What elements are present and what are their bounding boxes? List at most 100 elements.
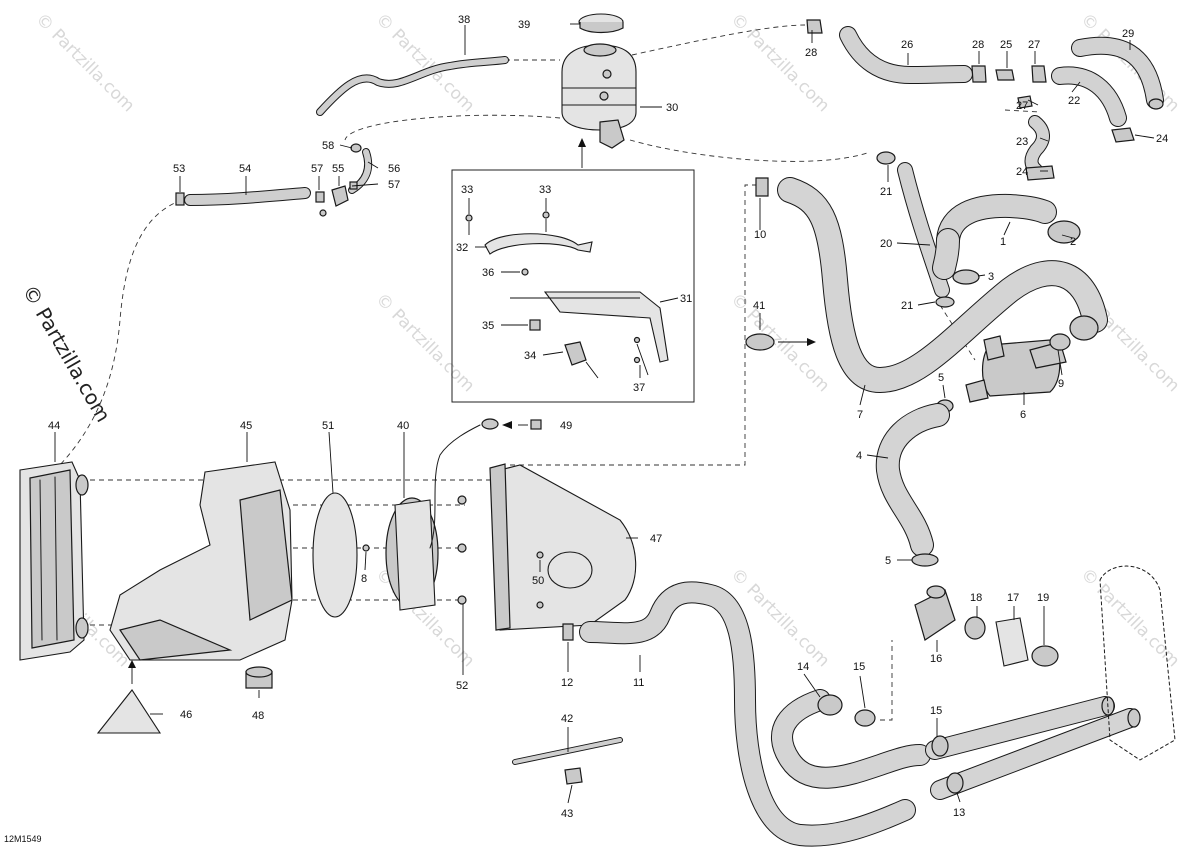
callout-11[interactable]: 11 — [633, 677, 644, 689]
watermark: © Partzilla.com — [1076, 564, 1183, 671]
callout-15a[interactable]: 15 — [853, 661, 865, 673]
callout-23[interactable]: 23 — [1016, 136, 1028, 148]
screw-icon — [465, 214, 473, 222]
callout-22[interactable]: 22 — [1068, 95, 1080, 107]
callout-5b[interactable]: 5 — [885, 555, 891, 567]
callout-35[interactable]: 35 — [482, 320, 494, 332]
radiator — [19, 461, 89, 661]
fan-shroud — [109, 461, 293, 661]
callout-16[interactable]: 16 — [930, 653, 942, 665]
callout-34[interactable]: 34 — [524, 350, 536, 362]
callout-51[interactable]: 51 — [322, 420, 334, 432]
inset-arrow-head — [578, 138, 586, 147]
callout-7[interactable]: 7 — [857, 409, 863, 421]
callout-19[interactable]: 19 — [1037, 592, 1049, 604]
callout-53[interactable]: 53 — [173, 163, 185, 175]
hose-4 — [875, 403, 950, 567]
callout-labels: 1 2 3 4 5 5 6 7 8 9 10 11 12 13 14 15 15… — [48, 14, 1168, 820]
callout-45[interactable]: 45 — [240, 420, 252, 432]
callout-5a[interactable]: 5 — [938, 372, 944, 384]
callout-21b[interactable]: 21 — [901, 300, 913, 312]
callout-49[interactable]: 49 — [560, 420, 572, 432]
callout-30[interactable]: 30 — [666, 102, 678, 114]
callout-33a[interactable]: 33 — [461, 184, 473, 196]
bleed-hose — [316, 56, 509, 116]
callout-28b[interactable]: 28 — [972, 39, 984, 51]
screw-icon — [542, 211, 550, 219]
bracket-icon — [484, 233, 593, 255]
callout-40[interactable]: 40 — [397, 420, 409, 432]
callout-8[interactable]: 8 — [361, 573, 367, 585]
callout-50[interactable]: 50 — [532, 575, 544, 587]
callout-32[interactable]: 32 — [456, 242, 468, 254]
brand-mark: © Partzilla.com — [18, 281, 116, 427]
callout-28a[interactable]: 28 — [805, 47, 817, 59]
callout-37[interactable]: 37 — [633, 382, 645, 394]
inset-box — [451, 169, 695, 403]
callout-20[interactable]: 20 — [880, 238, 892, 250]
callout-21a[interactable]: 21 — [880, 186, 892, 198]
callout-55[interactable]: 55 — [332, 163, 344, 175]
callout-58[interactable]: 58 — [322, 140, 334, 152]
callout-42[interactable]: 42 — [561, 713, 573, 725]
fasteners — [245, 419, 574, 689]
pump-pipe-group — [914, 585, 1059, 667]
callout-17[interactable]: 17 — [1007, 592, 1019, 604]
callout-41[interactable]: 41 — [753, 300, 765, 312]
callout-18[interactable]: 18 — [970, 592, 982, 604]
callout-13[interactable]: 13 — [953, 807, 965, 819]
watermark: © Partzilla.com — [371, 289, 478, 396]
callout-3[interactable]: 3 — [988, 271, 994, 283]
callout-48[interactable]: 48 — [252, 710, 264, 722]
gasket — [312, 492, 358, 618]
callout-24b[interactable]: 24 — [1156, 133, 1168, 145]
top-right-hoses — [806, 19, 1164, 181]
screw-icon — [633, 356, 641, 364]
radiator-cover — [489, 463, 637, 631]
callout-26[interactable]: 26 — [901, 39, 913, 51]
thermostat-housing — [936, 315, 1099, 413]
fan-motor — [385, 418, 499, 611]
callout-43[interactable]: 43 — [561, 808, 573, 820]
clamp — [745, 333, 775, 351]
callout-27a[interactable]: 27 — [1028, 39, 1040, 51]
callout-6[interactable]: 6 — [1020, 409, 1026, 421]
callout-24a[interactable]: 24 — [1016, 166, 1028, 178]
bracket-icon — [543, 291, 669, 363]
callout-44[interactable]: 44 — [48, 420, 60, 432]
hose-11 — [579, 581, 916, 847]
callout-36[interactable]: 36 — [482, 267, 494, 279]
callout-15b[interactable]: 15 — [930, 705, 942, 717]
callout-9[interactable]: 9 — [1058, 378, 1064, 390]
callout-56[interactable]: 56 — [388, 163, 400, 175]
callout-57b[interactable]: 57 — [388, 179, 400, 191]
callout-57a[interactable]: 57 — [311, 163, 323, 175]
hose-7 — [755, 177, 1108, 393]
sensor-icon — [564, 341, 587, 366]
callout-39[interactable]: 39 — [518, 19, 530, 31]
callout-47[interactable]: 47 — [650, 533, 662, 545]
inset-parts — [465, 211, 669, 379]
callout-33b[interactable]: 33 — [539, 184, 551, 196]
callout-12[interactable]: 12 — [561, 677, 573, 689]
callout-2[interactable]: 2 — [1070, 236, 1076, 248]
callout-38[interactable]: 38 — [458, 14, 470, 26]
callout-29[interactable]: 29 — [1122, 28, 1134, 40]
callout-4[interactable]: 4 — [856, 450, 862, 462]
callout-27b[interactable]: 27 — [1016, 100, 1028, 112]
callout-31[interactable]: 31 — [680, 293, 692, 305]
callout-54[interactable]: 54 — [239, 163, 251, 175]
callout-52[interactable]: 52 — [456, 680, 468, 692]
callout-25[interactable]: 25 — [1000, 39, 1012, 51]
watermark: © Partzilla.com — [31, 9, 138, 116]
warning-triangle-icon — [96, 689, 162, 734]
callout-10[interactable]: 10 — [754, 229, 766, 241]
arrow-49-head — [502, 421, 512, 429]
watermark: © Partzilla.com — [726, 289, 833, 396]
callout-14[interactable]: 14 — [797, 661, 809, 673]
callout-46[interactable]: 46 — [180, 709, 192, 721]
hose-14 — [771, 689, 931, 789]
coolant-reservoir — [561, 13, 637, 149]
callout-1[interactable]: 1 — [1000, 236, 1006, 248]
